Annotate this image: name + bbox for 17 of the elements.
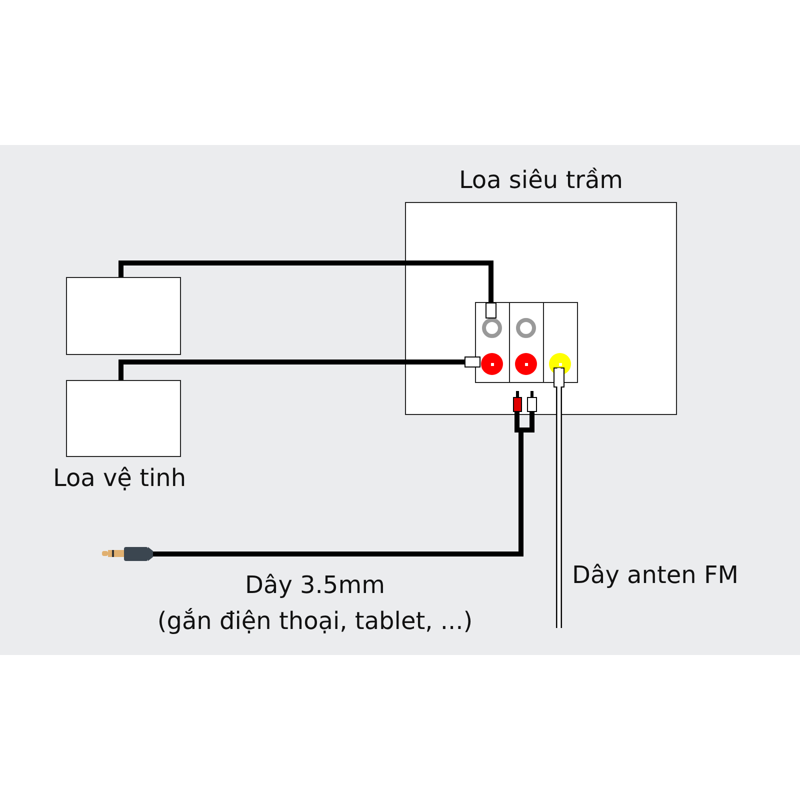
cable [118, 260, 496, 318]
edge-label: Dây 3.5mm (gắn điện thoại, tablet, ...) [156, 570, 474, 637]
antenna-wire [554, 368, 564, 628]
rca-plug [513, 391, 522, 412]
part-label: Loa vệ tinh [53, 463, 186, 493]
jack-panel [475, 302, 578, 383]
jack-socket [516, 318, 536, 338]
rca-plug [527, 391, 537, 412]
speaker-box [66, 277, 181, 355]
speaker-box [66, 380, 181, 457]
jack-socket [515, 353, 537, 375]
audio-plug-icon [102, 546, 153, 562]
jack-socket [481, 353, 503, 375]
jack-socket [482, 318, 502, 338]
cable [118, 356, 480, 380]
box-title: Loa siêu trầm [458, 165, 624, 195]
edge-label: Dây anten FM [572, 560, 738, 591]
